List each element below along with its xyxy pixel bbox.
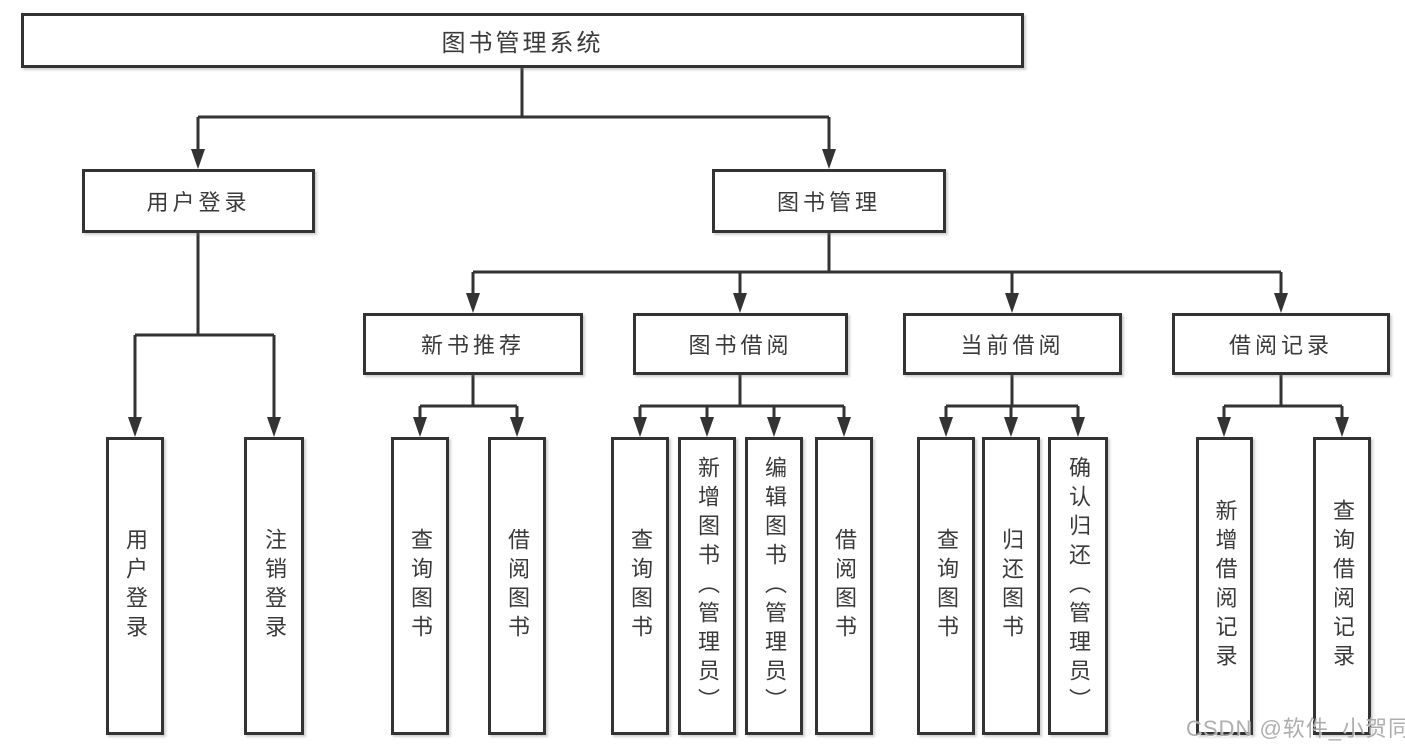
node-recommend-query-books: 查询图书 bbox=[391, 437, 449, 735]
node-records-add-record-label: 新增借阅记录 bbox=[1212, 499, 1238, 673]
node-current-return-book: 归还图书 bbox=[982, 437, 1040, 735]
node-book-management: 图书管理 bbox=[712, 169, 946, 233]
node-borrowing-add-book-admin: 新增图书（管理员） bbox=[678, 437, 736, 735]
node-borrowing-records-label: 借阅记录 bbox=[1228, 333, 1333, 358]
node-records-add-record: 新增借阅记录 bbox=[1196, 437, 1253, 735]
node-user-login-action-label: 用户登录 bbox=[123, 528, 148, 644]
node-current-borrowing: 当前借阅 bbox=[903, 313, 1122, 375]
node-book-borrowing: 图书借阅 bbox=[633, 313, 848, 375]
node-recommend-borrow-books-label: 借阅图书 bbox=[505, 528, 530, 644]
node-recommend-query-books-label: 查询图书 bbox=[408, 528, 433, 644]
node-new-book-recommend-label: 新书推荐 bbox=[420, 333, 525, 358]
node-root: 图书管理系统 bbox=[21, 13, 1024, 68]
node-current-confirm-return-admin: 确认归还（管理员） bbox=[1048, 437, 1108, 735]
node-current-return-book-label: 归还图书 bbox=[999, 528, 1024, 644]
node-current-query-books-label: 查询图书 bbox=[934, 528, 959, 644]
node-logout-action: 注销登录 bbox=[244, 437, 304, 735]
csdn-watermark: CSDN @软件_小贺同学 bbox=[1186, 716, 1405, 741]
node-current-confirm-return-admin-label: 确认归还（管理员） bbox=[1066, 455, 1091, 717]
node-book-management-label: 图书管理 bbox=[776, 190, 881, 215]
node-book-borrowing-label: 图书借阅 bbox=[688, 333, 793, 358]
node-borrowing-edit-book-admin-label: 编辑图书（管理员） bbox=[762, 455, 787, 717]
node-user-login-action: 用户登录 bbox=[106, 437, 164, 735]
node-user-login: 用户登录 bbox=[82, 169, 315, 233]
node-records-query-record: 查询借阅记录 bbox=[1313, 437, 1371, 735]
node-borrowing-query-books: 查询图书 bbox=[611, 437, 669, 735]
node-new-book-recommend: 新书推荐 bbox=[363, 313, 583, 375]
node-borrowing-records: 借阅记录 bbox=[1172, 313, 1390, 375]
node-borrowing-add-book-admin-label: 新增图书（管理员） bbox=[695, 455, 720, 717]
node-borrowing-borrow-books: 借阅图书 bbox=[815, 437, 873, 735]
node-root-label: 图书管理系统 bbox=[441, 30, 604, 57]
node-borrowing-edit-book-admin: 编辑图书（管理员） bbox=[745, 437, 803, 735]
node-current-borrowing-label: 当前借阅 bbox=[960, 333, 1065, 358]
node-borrowing-borrow-books-label: 借阅图书 bbox=[832, 528, 857, 644]
node-current-query-books: 查询图书 bbox=[917, 437, 975, 735]
node-records-query-record-label: 查询借阅记录 bbox=[1330, 499, 1355, 673]
node-borrowing-query-books-label: 查询图书 bbox=[628, 528, 653, 644]
node-recommend-borrow-books: 借阅图书 bbox=[488, 437, 546, 735]
node-logout-action-label: 注销登录 bbox=[262, 528, 287, 644]
node-user-login-label: 用户登录 bbox=[146, 190, 251, 215]
